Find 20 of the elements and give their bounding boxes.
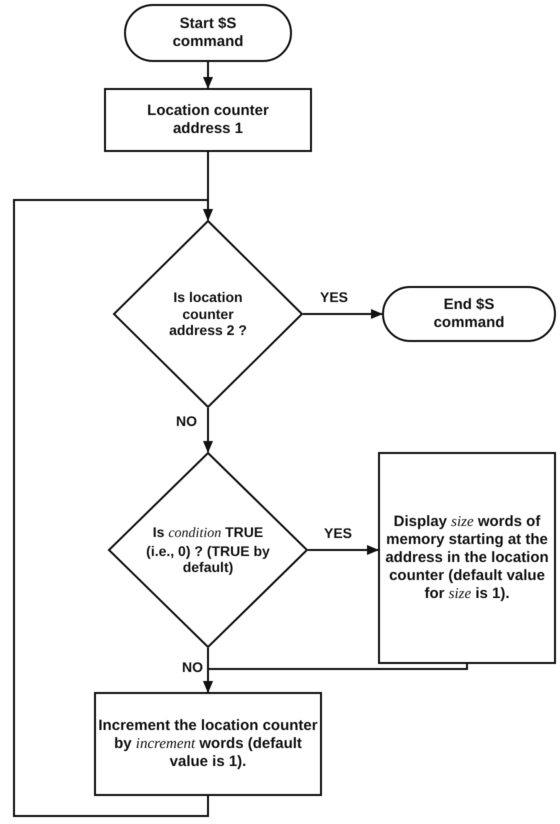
node-text: Location counter address 1 bbox=[146, 102, 270, 138]
process-box bbox=[94, 692, 322, 796]
edge-label: NO bbox=[180, 660, 205, 676]
node-text: Start $S command bbox=[172, 15, 244, 51]
arrow bbox=[303, 309, 383, 319]
process-box bbox=[104, 88, 312, 152]
process-box bbox=[378, 452, 556, 664]
node-text: Increment the location counter by increment words (default value is 1). bbox=[98, 717, 318, 771]
arrow bbox=[203, 62, 213, 89]
edge-label: YES bbox=[318, 290, 350, 306]
node-text: Is condition TRUE (i.e., 0) ? (TRUE by default) bbox=[146, 524, 270, 576]
arrow bbox=[13, 199, 213, 817]
arrow bbox=[203, 664, 468, 693]
arrow bbox=[203, 408, 213, 453]
node-text: Display size words of memory starting at the address in the location counter (default value for size is 1). bbox=[384, 513, 550, 603]
node-text: End $S command bbox=[432, 296, 506, 332]
edge-label: YES bbox=[322, 526, 354, 542]
node-text: Is location counter address 2 ? bbox=[168, 288, 248, 340]
edge-label: NO bbox=[174, 414, 199, 430]
arrow bbox=[308, 545, 379, 555]
